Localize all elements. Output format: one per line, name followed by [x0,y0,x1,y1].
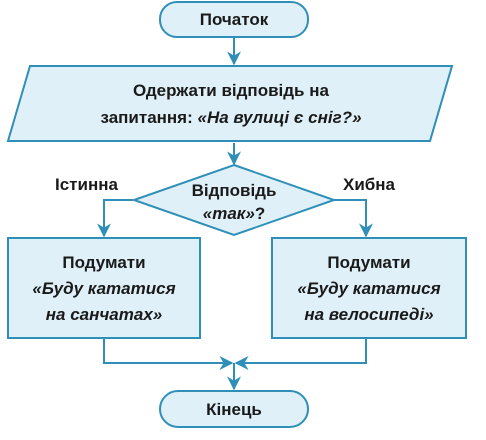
input-block: Одержати відповідь на запитання: «На вул… [6,65,454,142]
branch-false-label: Хибна [343,175,396,194]
branch-true-label: Істинна [55,175,118,194]
connectors [97,37,373,391]
decision-text-line1: Відповідь [192,181,277,200]
end-label: Кінець [206,400,262,419]
process-right-line1: Подумати [327,253,410,272]
start-terminator: Початок [159,1,309,38]
input-text-line2-prefix: запитання: [100,108,197,127]
arrow-true-branch [97,199,133,238]
decision-block: Відповідь «так»? [130,163,338,237]
end-terminator: Кінець [159,390,309,428]
decision-text-line2: «так»? [203,204,266,223]
input-text-line1: Одержати відповідь на [133,81,329,100]
start-label: Початок [200,10,269,29]
decision-quote: «так» [203,204,255,223]
process-right-line3: на велосипеді» [304,305,433,324]
process-right: Подумати «Буду кататися на велосипеді» [271,237,467,339]
input-question-quote: «На вулиці є сніг?» [198,108,362,127]
arrow-false-branch [333,199,373,238]
input-text-line2: запитання: «На вулиці є сніг?» [100,108,361,127]
process-left-line3: на санчатах» [46,305,162,324]
line-left-to-merge [103,338,234,370]
line-right-to-merge [234,338,367,370]
process-left: Подумати «Буду кататися на санчатах» [7,237,201,339]
decision-question-mark: ? [255,204,265,223]
process-right-line2: «Буду кататися [297,279,440,298]
process-left-line2: «Буду кататися [32,279,175,298]
process-left-line1: Подумати [62,253,145,272]
